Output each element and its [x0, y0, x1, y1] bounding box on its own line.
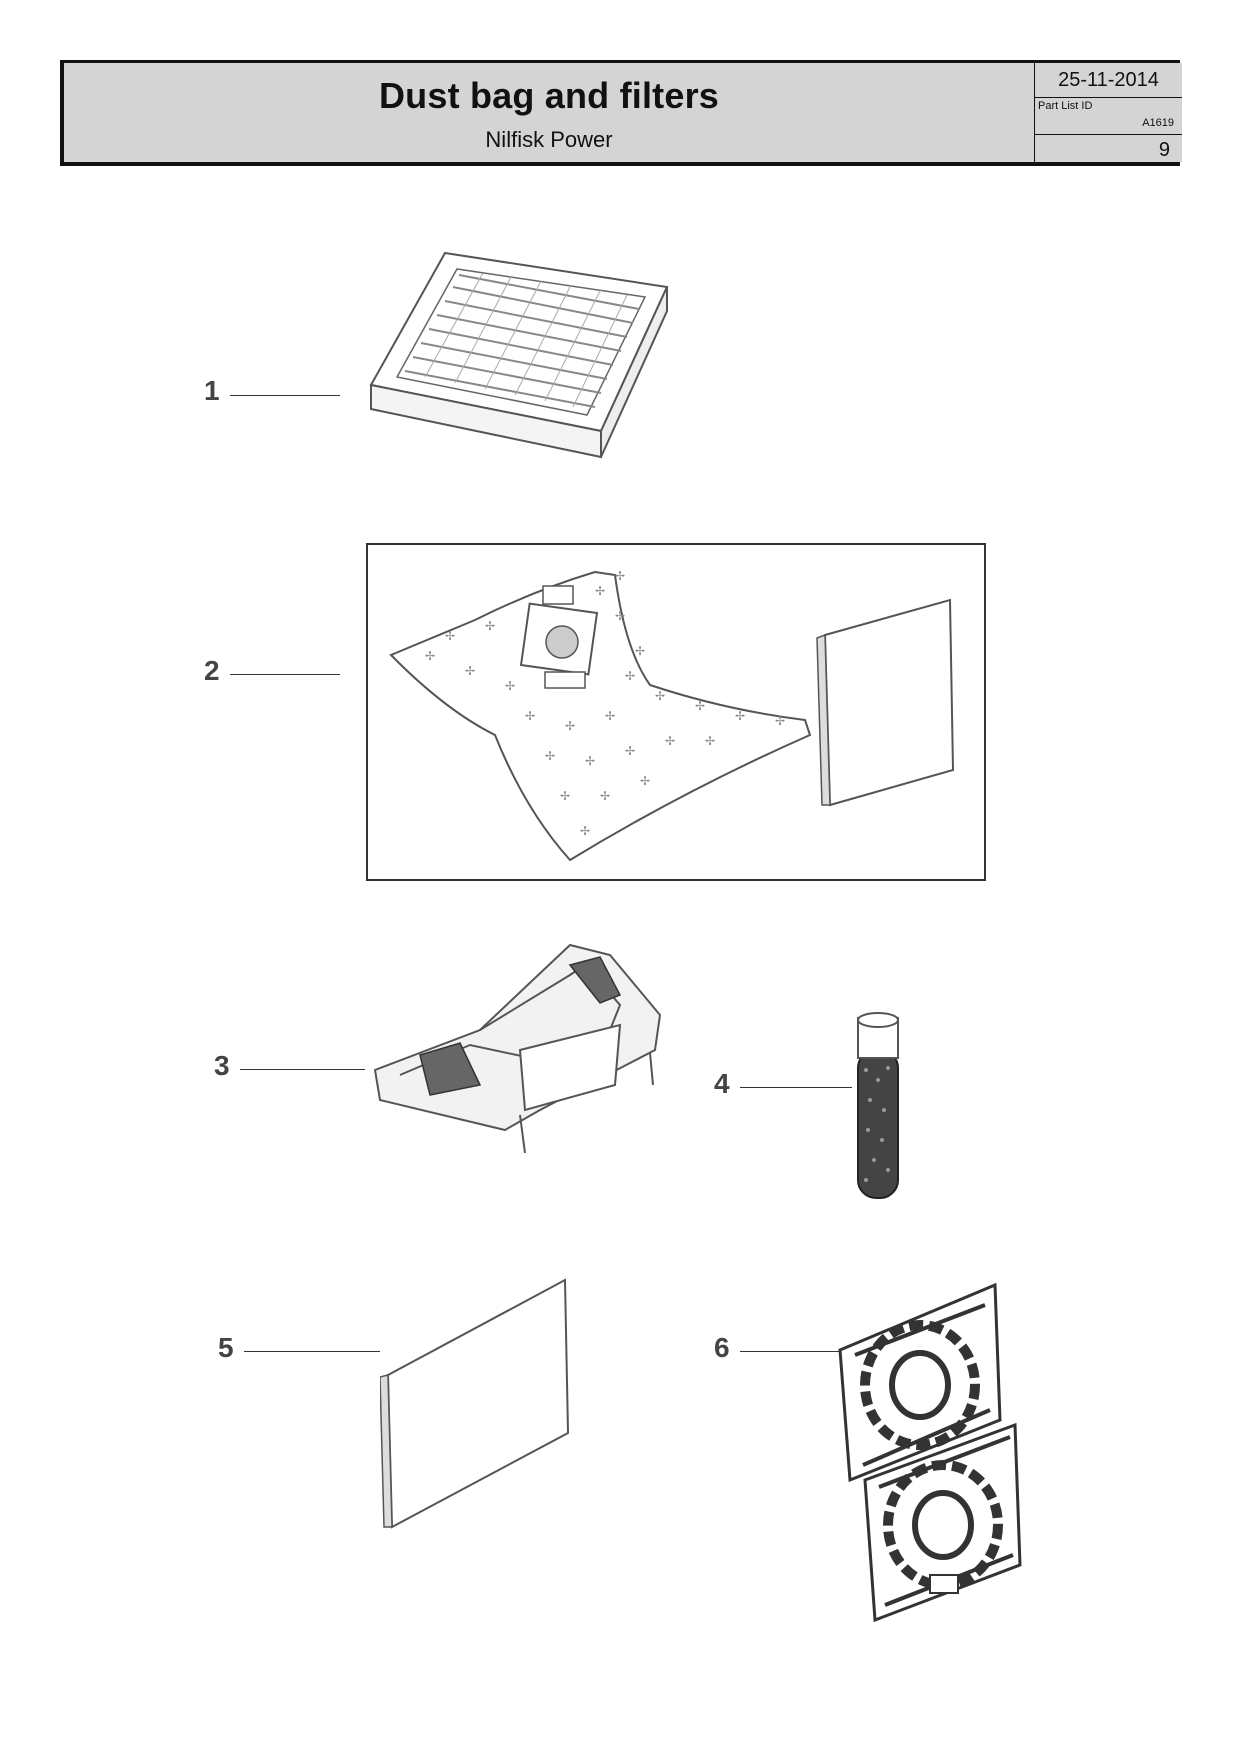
meta-box: 25-11-2014 Part List ID A1619 9	[1034, 63, 1182, 162]
svg-text:✢: ✢	[560, 789, 570, 803]
callout-1: 1	[204, 375, 220, 406]
callout-6: 6	[714, 1332, 730, 1363]
part-list-label: Part List ID	[1038, 100, 1093, 112]
leader-line-6	[740, 1351, 847, 1352]
leader-line-5	[244, 1351, 380, 1352]
svg-text:✢: ✢	[485, 619, 495, 633]
svg-text:✢: ✢	[615, 569, 625, 583]
svg-text:✢: ✢	[705, 734, 715, 748]
svg-text:✢: ✢	[595, 584, 605, 598]
page-subtitle: Nilfisk Power	[485, 127, 613, 152]
svg-text:✢: ✢	[625, 744, 635, 758]
svg-text:✢: ✢	[525, 709, 535, 723]
dust-bag-illustration: ✢✢✢ ✢✢✢ ✢✢✢ ✢✢✢ ✢✢✢ ✢✢✢ ✢✢✢ ✢✢✢ ✢✢	[389, 569, 955, 862]
svg-text:✢: ✢	[625, 669, 635, 683]
page-header: Dust bag and filters Nilfisk Power 25-11…	[60, 60, 1182, 166]
svg-text:✢: ✢	[605, 709, 615, 723]
date: 25-11-2014	[1035, 63, 1182, 98]
svg-text:✢: ✢	[775, 714, 785, 728]
filter-grille-illustration	[838, 1282, 1022, 1623]
part-list-id: A1619	[1142, 117, 1174, 129]
bag-holder-illustration	[373, 943, 662, 1154]
callout-2: 2	[204, 655, 220, 686]
callout-4: 4	[714, 1068, 730, 1099]
leader-line-4	[740, 1087, 852, 1088]
svg-text:✢: ✢	[580, 824, 590, 838]
hepa-filter-illustration	[369, 251, 669, 459]
title-box: Dust bag and filters Nilfisk Power	[64, 63, 1034, 162]
leader-line-3	[240, 1069, 365, 1070]
callout-3: 3	[214, 1050, 230, 1081]
svg-text:✢: ✢	[425, 649, 435, 663]
leader-line-2	[230, 674, 340, 675]
svg-text:✢: ✢	[565, 719, 575, 733]
dust-bag-kit-frame	[366, 543, 986, 881]
svg-text:✢: ✢	[445, 629, 455, 643]
svg-text:✢: ✢	[615, 609, 625, 623]
svg-text:✢: ✢	[600, 789, 610, 803]
flat-filter-illustration	[380, 1278, 570, 1529]
page-number: 9	[1035, 134, 1182, 165]
svg-text:✢: ✢	[695, 699, 705, 713]
cylinder-filter-illustration	[857, 1012, 899, 1199]
svg-text:✢: ✢	[665, 734, 675, 748]
svg-text:✢: ✢	[545, 749, 555, 763]
svg-text:✢: ✢	[635, 644, 645, 658]
svg-text:✢: ✢	[505, 679, 515, 693]
svg-text:✢: ✢	[735, 709, 745, 723]
svg-text:✢: ✢	[465, 664, 475, 678]
svg-text:✢: ✢	[585, 754, 595, 768]
svg-text:✢: ✢	[640, 774, 650, 788]
callout-5: 5	[218, 1332, 234, 1363]
leader-line-1	[230, 395, 340, 396]
page-title: Dust bag and filters	[378, 75, 720, 116]
svg-text:✢: ✢	[655, 689, 665, 703]
